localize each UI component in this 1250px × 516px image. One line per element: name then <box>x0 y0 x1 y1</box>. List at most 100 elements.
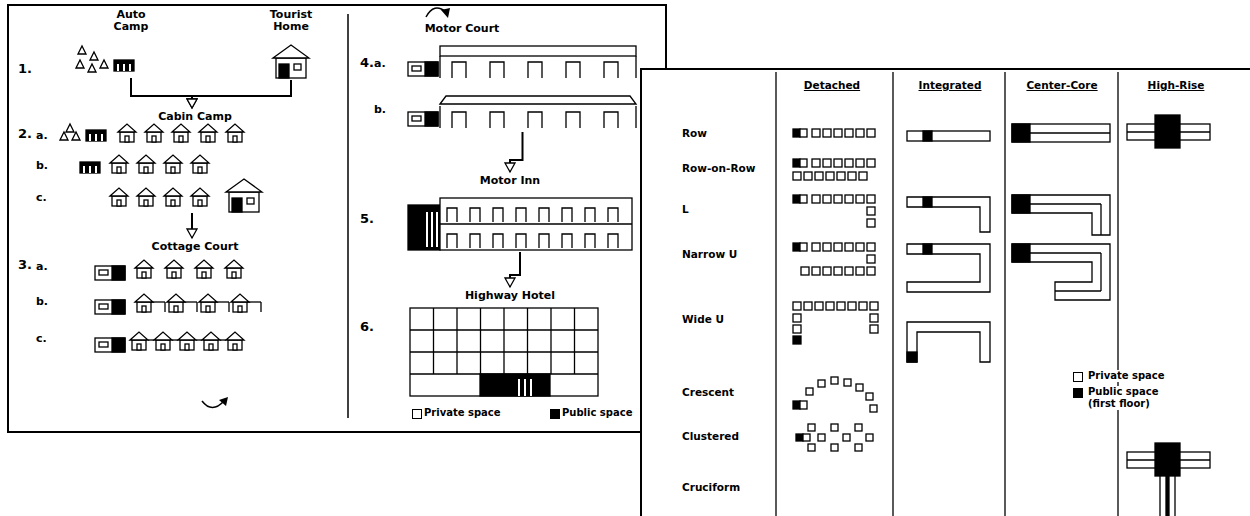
plan-block <box>870 325 878 333</box>
cabin-symbol <box>112 196 126 206</box>
room-line <box>527 308 528 374</box>
carport <box>196 302 197 312</box>
stage-number: b. <box>36 296 48 309</box>
room-line <box>480 308 481 374</box>
continue-arrow <box>202 401 224 408</box>
cabin-symbol <box>120 132 134 142</box>
stage-title: Motor Inn <box>480 175 540 187</box>
cabin-roof <box>135 260 153 268</box>
window-slit <box>524 379 526 396</box>
stage-group: Highway Hotel <box>405 287 605 399</box>
stage-title: Highway Hotel <box>465 290 555 302</box>
window-slit <box>83 166 85 173</box>
cabin-roof <box>165 260 183 268</box>
cabin-symbol <box>228 340 242 350</box>
cabin-door <box>125 136 129 142</box>
window-slit <box>436 212 438 247</box>
unit-public <box>793 159 800 167</box>
unit-door <box>604 112 618 128</box>
carport <box>151 301 165 302</box>
house-roof <box>226 179 262 192</box>
column-divider <box>892 72 893 516</box>
tent-symbol <box>66 124 74 132</box>
unit-square <box>845 195 853 203</box>
stage-arrow <box>192 80 291 108</box>
court-post <box>635 106 636 128</box>
unit-public <box>923 197 932 207</box>
room-line <box>503 308 504 374</box>
cabin-symbol <box>193 163 207 173</box>
cabin-roof <box>135 294 153 302</box>
cabin-symbol <box>204 340 218 350</box>
unit-square <box>837 172 845 180</box>
cabin-door <box>206 136 210 142</box>
column-divider <box>347 14 349 418</box>
cabin-door <box>142 272 146 278</box>
column-header: Detached <box>802 79 862 91</box>
plan-block <box>800 401 807 409</box>
plan-shape <box>1012 244 1110 300</box>
cabin-roof <box>137 188 155 196</box>
unit-door <box>562 234 572 248</box>
cabin-roof <box>154 332 172 340</box>
window-slit <box>95 134 97 141</box>
row-label: Cruciform <box>682 481 740 493</box>
unit-square <box>812 159 820 167</box>
unit-square <box>834 243 842 251</box>
window-slit <box>123 64 125 71</box>
plan-block <box>907 131 990 141</box>
cabin-door <box>144 167 148 173</box>
plan-block <box>793 314 801 322</box>
stage-title: Cabin Camp <box>158 111 232 123</box>
plan-block <box>867 255 875 263</box>
stage-title: Auto Camp <box>109 9 153 33</box>
plan-block <box>866 393 873 400</box>
row-label: Row-on-Row <box>682 162 755 174</box>
unit-square <box>867 267 875 275</box>
stage-arrow <box>131 78 192 108</box>
legend-swatch <box>550 409 560 419</box>
hotel-building <box>410 308 598 396</box>
unit-square <box>845 243 853 251</box>
unit-door <box>585 234 595 248</box>
office-window <box>412 66 421 71</box>
stage-group: Auto Camp <box>75 6 187 78</box>
cabin-roof <box>191 188 209 196</box>
plan-block <box>808 444 815 451</box>
court-roof <box>440 96 636 104</box>
carport <box>164 302 165 312</box>
corridor-line <box>1055 290 1101 291</box>
plan-block <box>818 380 825 387</box>
cabin-symbol <box>166 163 180 173</box>
legend-text: Public space (first floor) <box>1086 386 1176 410</box>
tent-symbol <box>72 132 80 140</box>
plan-block <box>856 384 863 391</box>
corridor-line <box>1030 203 1101 204</box>
unit-square <box>845 159 853 167</box>
plan-block <box>831 424 838 431</box>
plan-block <box>855 424 862 431</box>
unit-square <box>815 302 823 310</box>
stage-group: Motor Court <box>405 20 640 132</box>
unit-door <box>562 208 572 222</box>
unit-square <box>812 243 820 251</box>
tent-symbol <box>90 52 98 60</box>
plan-block <box>803 434 810 441</box>
row-label: Narrow U <box>682 248 737 260</box>
core-public <box>1155 115 1180 148</box>
plan-block <box>844 379 851 386</box>
office-symbol <box>408 112 438 126</box>
layout-illustration <box>642 70 1250 516</box>
plan-block <box>806 388 813 395</box>
stage-group: Cabin Camp <box>55 108 330 213</box>
cabin-door <box>171 167 175 173</box>
window-slit <box>518 379 520 396</box>
unit-public <box>907 352 917 362</box>
cabin-door <box>238 306 242 312</box>
cabin-door <box>117 167 121 173</box>
corridor-line <box>1030 252 1101 253</box>
stage-number: 3. <box>18 258 32 273</box>
unit-door <box>470 234 480 248</box>
cabin-symbol <box>197 268 211 278</box>
unit-door <box>470 208 480 222</box>
